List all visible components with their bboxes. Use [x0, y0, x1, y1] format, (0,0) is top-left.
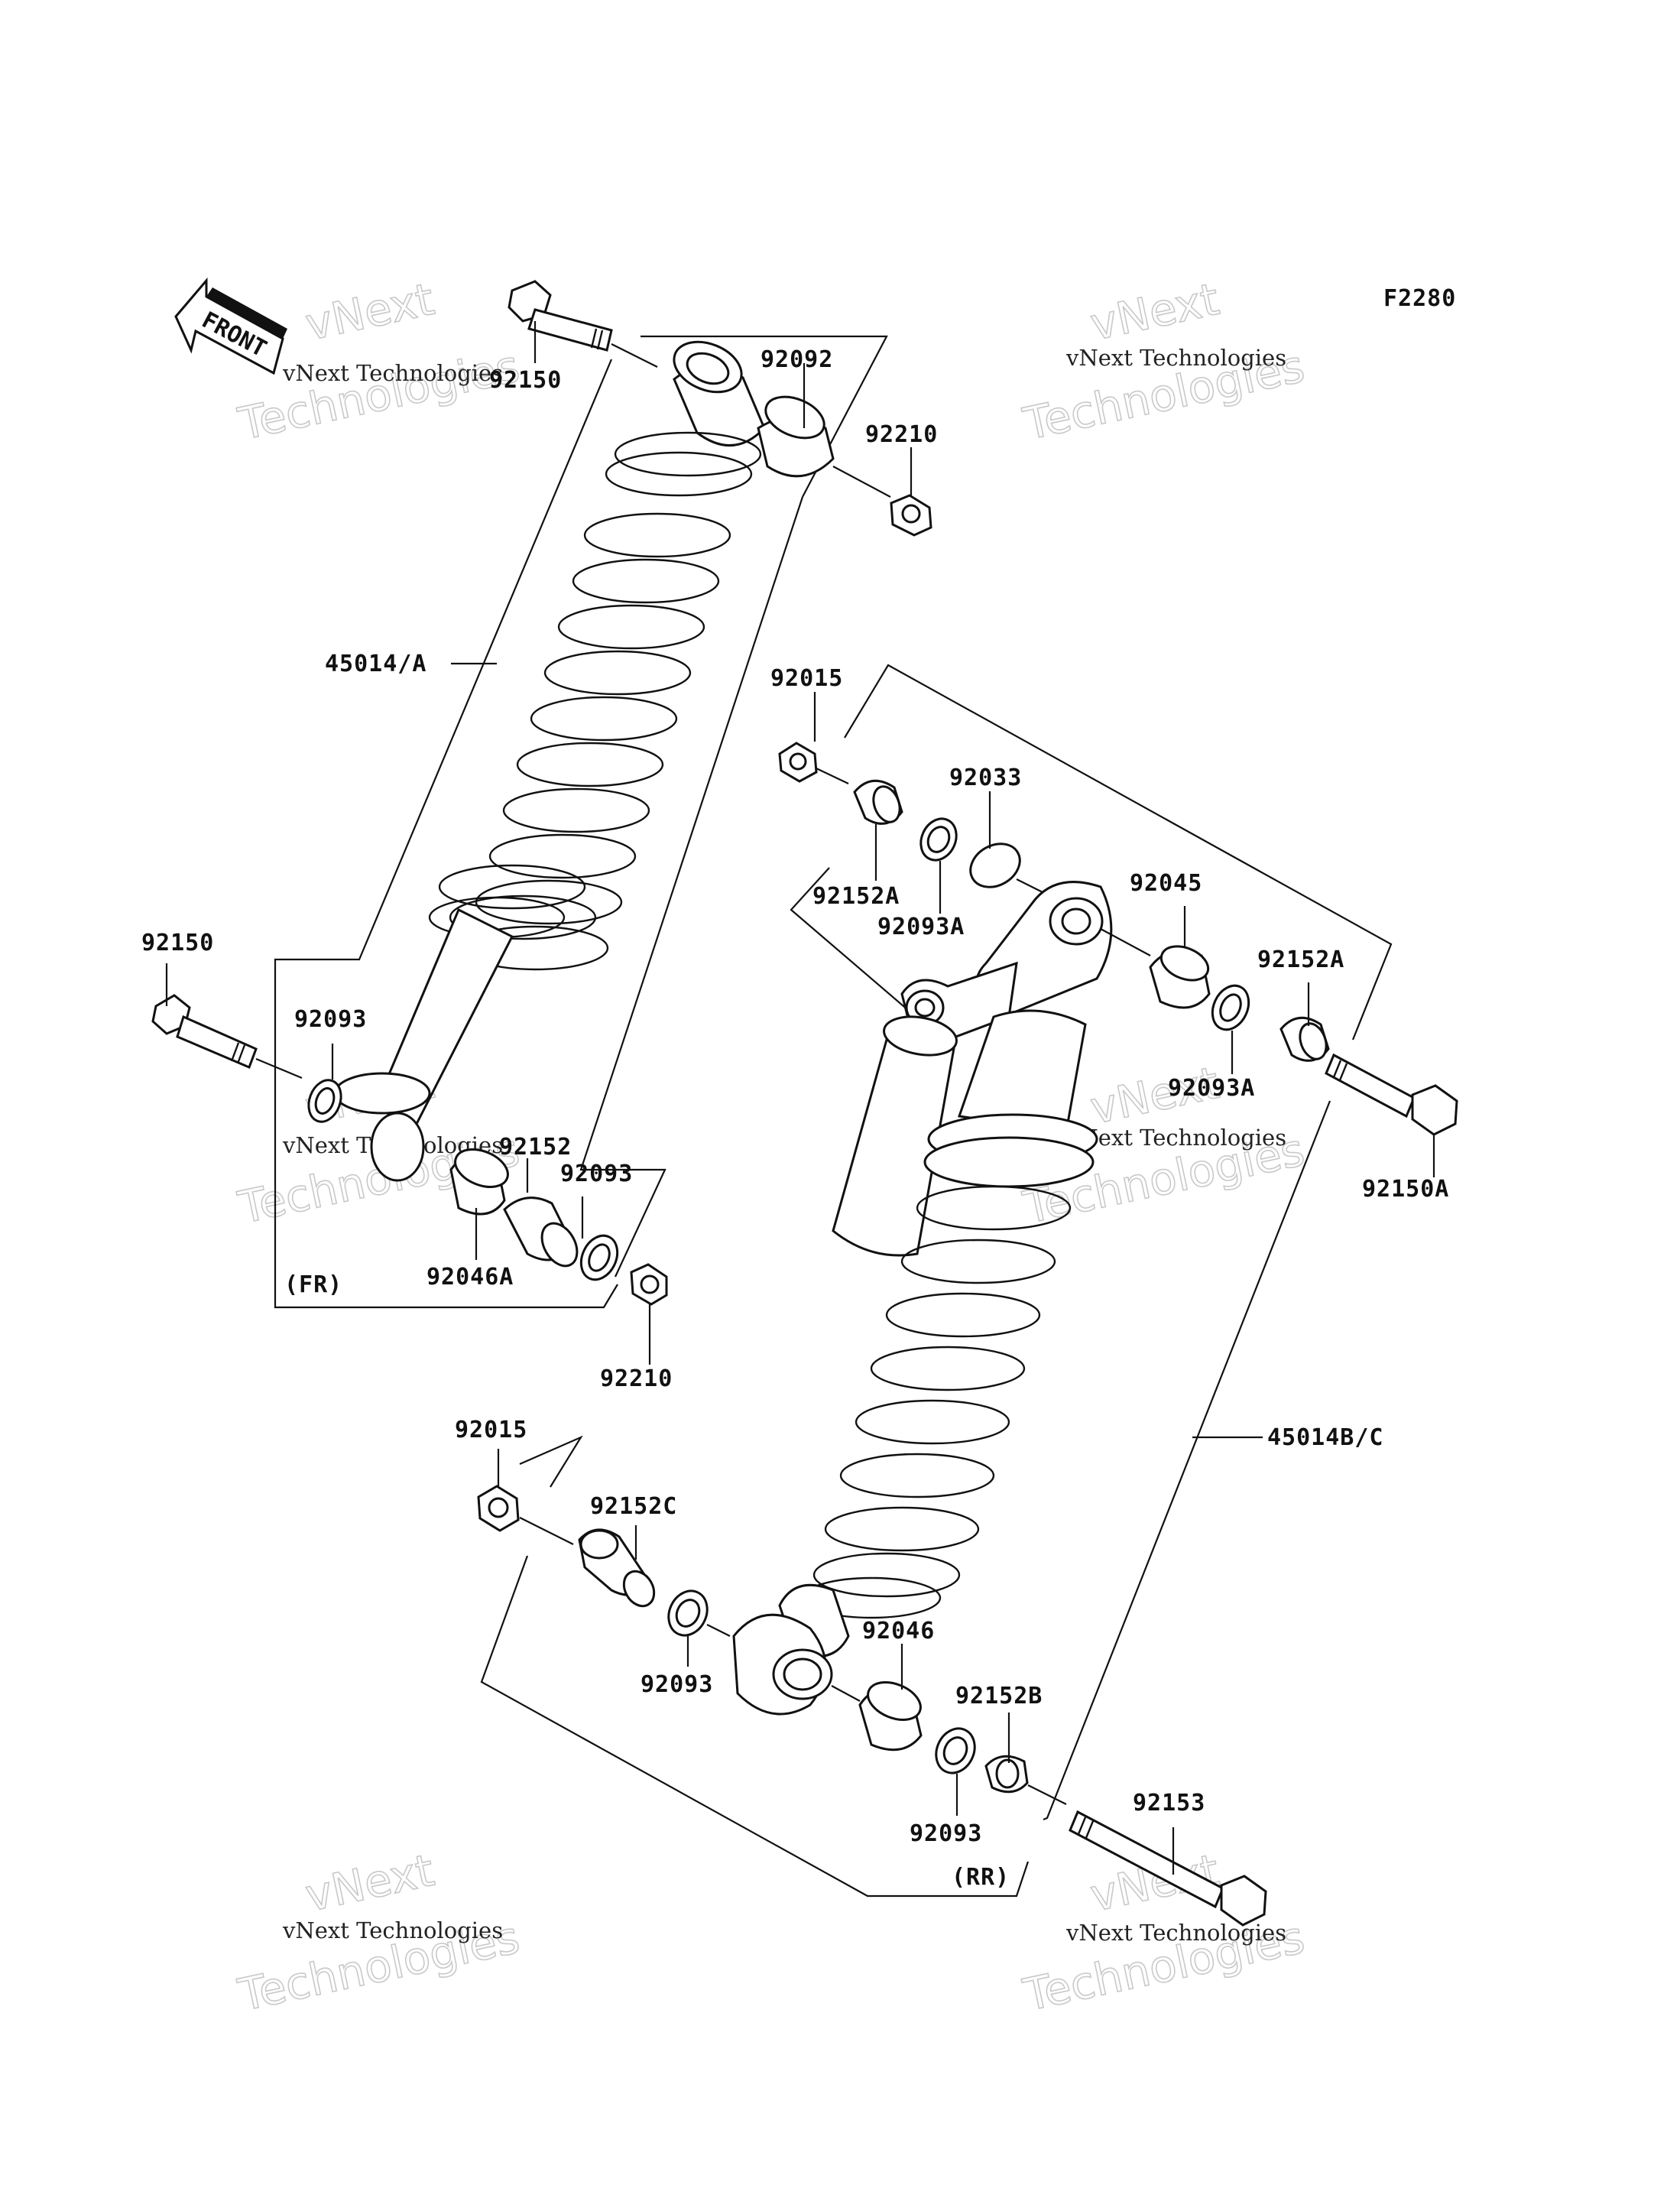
- watermark-bottom-left: vNext Technologies vNext Technologies: [233, 1843, 524, 2022]
- label-92092: 92092: [761, 346, 833, 373]
- collar-icon: [1279, 1016, 1330, 1062]
- label-92015-top: 92015: [770, 665, 843, 692]
- washer-icon: [919, 817, 958, 862]
- label-92045: 92045: [1130, 870, 1202, 897]
- label-92152c: 92152C: [590, 1493, 677, 1520]
- svg-text:vNext: vNext: [1086, 273, 1224, 351]
- label-92093-bottom-right: 92093: [910, 1820, 982, 1847]
- svg-text:vNext Technologies: vNext Technologies: [282, 360, 503, 386]
- label-92152a-right: 92152A: [1257, 946, 1344, 973]
- washer-icon: [1211, 984, 1250, 1031]
- svg-text:vNext Technologies: vNext Technologies: [1065, 1920, 1286, 1946]
- bolt-icon: [1069, 1810, 1267, 1927]
- front-shock-assembly: [151, 280, 932, 1365]
- preload-ring-icon: [923, 1113, 1098, 1188]
- label-92046a: 92046A: [426, 1264, 514, 1291]
- label-rr: (RR): [952, 1864, 1010, 1891]
- label-92210-bottom: 92210: [600, 1365, 673, 1392]
- washer-icon: [667, 1589, 731, 1637]
- washer-icon: [307, 1079, 342, 1123]
- label-92093a-right: 92093A: [1168, 1075, 1255, 1102]
- label-92150a: 92150A: [1362, 1176, 1449, 1203]
- collar-icon: [578, 1528, 656, 1608]
- label-92093a-left: 92093A: [877, 914, 965, 940]
- label-92210-top: 92210: [865, 421, 938, 448]
- label-92153: 92153: [1133, 1790, 1205, 1817]
- coil-spring-icon: [428, 431, 762, 971]
- label-92150-left: 92150: [141, 930, 214, 956]
- label-92093-bottom-left: 92093: [641, 1671, 713, 1698]
- label-45014a: 45014/A: [325, 651, 426, 677]
- bolt-icon: [508, 280, 658, 368]
- svg-text:vNext: vNext: [301, 273, 439, 351]
- label-92046: 92046: [862, 1618, 935, 1644]
- label-92093-left: 92093: [294, 1006, 367, 1033]
- bearing-icon: [858, 1681, 923, 1752]
- nut-icon: [630, 1263, 668, 1306]
- label-92150-top: 92150: [489, 367, 562, 394]
- circlip-icon: [969, 843, 1048, 895]
- bolt-icon: [1325, 1053, 1458, 1136]
- collar-icon: [984, 1755, 1067, 1805]
- label-92015-bottom: 92015: [455, 1417, 527, 1443]
- label-92093-mid: 92093: [560, 1161, 633, 1187]
- nut-icon: [890, 494, 932, 537]
- bolt-icon: [151, 994, 303, 1080]
- front-arrow-icon: FRONT: [174, 277, 287, 375]
- damper-bottom-eye-icon: [732, 1583, 861, 1716]
- collar-icon: [853, 779, 903, 825]
- label-45014bc: 45014B/C: [1267, 1424, 1384, 1451]
- svg-text:vNext Technologies: vNext Technologies: [282, 1917, 503, 1943]
- bearing-icon: [1149, 945, 1211, 1009]
- washer-icon: [935, 1727, 976, 1774]
- part-labels: 92150 92092 92210 45014/A 92150 92093 92…: [141, 346, 1449, 1891]
- bushing-icon: [673, 340, 891, 498]
- rear-shock-assembly: [477, 664, 1458, 1927]
- label-fr: (FR): [284, 1271, 342, 1298]
- coil-spring-icon: [801, 1185, 1072, 1619]
- label-92152b: 92152B: [955, 1683, 1043, 1709]
- damper-body-icon: [333, 907, 514, 1182]
- svg-text:vNext: vNext: [301, 1844, 439, 1922]
- watermark-top-right: vNext Technologies vNext Technologies: [1018, 272, 1309, 451]
- washer-icon: [579, 1234, 619, 1281]
- svg-text:vNext Technologies: vNext Technologies: [1065, 345, 1286, 371]
- nut-icon: [778, 742, 849, 784]
- label-92152a-left: 92152A: [812, 883, 900, 910]
- svg-text:vNext Technologies: vNext Technologies: [1065, 1125, 1286, 1151]
- bearing-icon: [449, 1148, 509, 1216]
- collar-icon: [503, 1196, 579, 1268]
- diagram-code: F2280: [1383, 285, 1456, 312]
- label-92033: 92033: [949, 765, 1022, 791]
- label-92152: 92152: [499, 1134, 572, 1161]
- nut-icon: [477, 1485, 574, 1545]
